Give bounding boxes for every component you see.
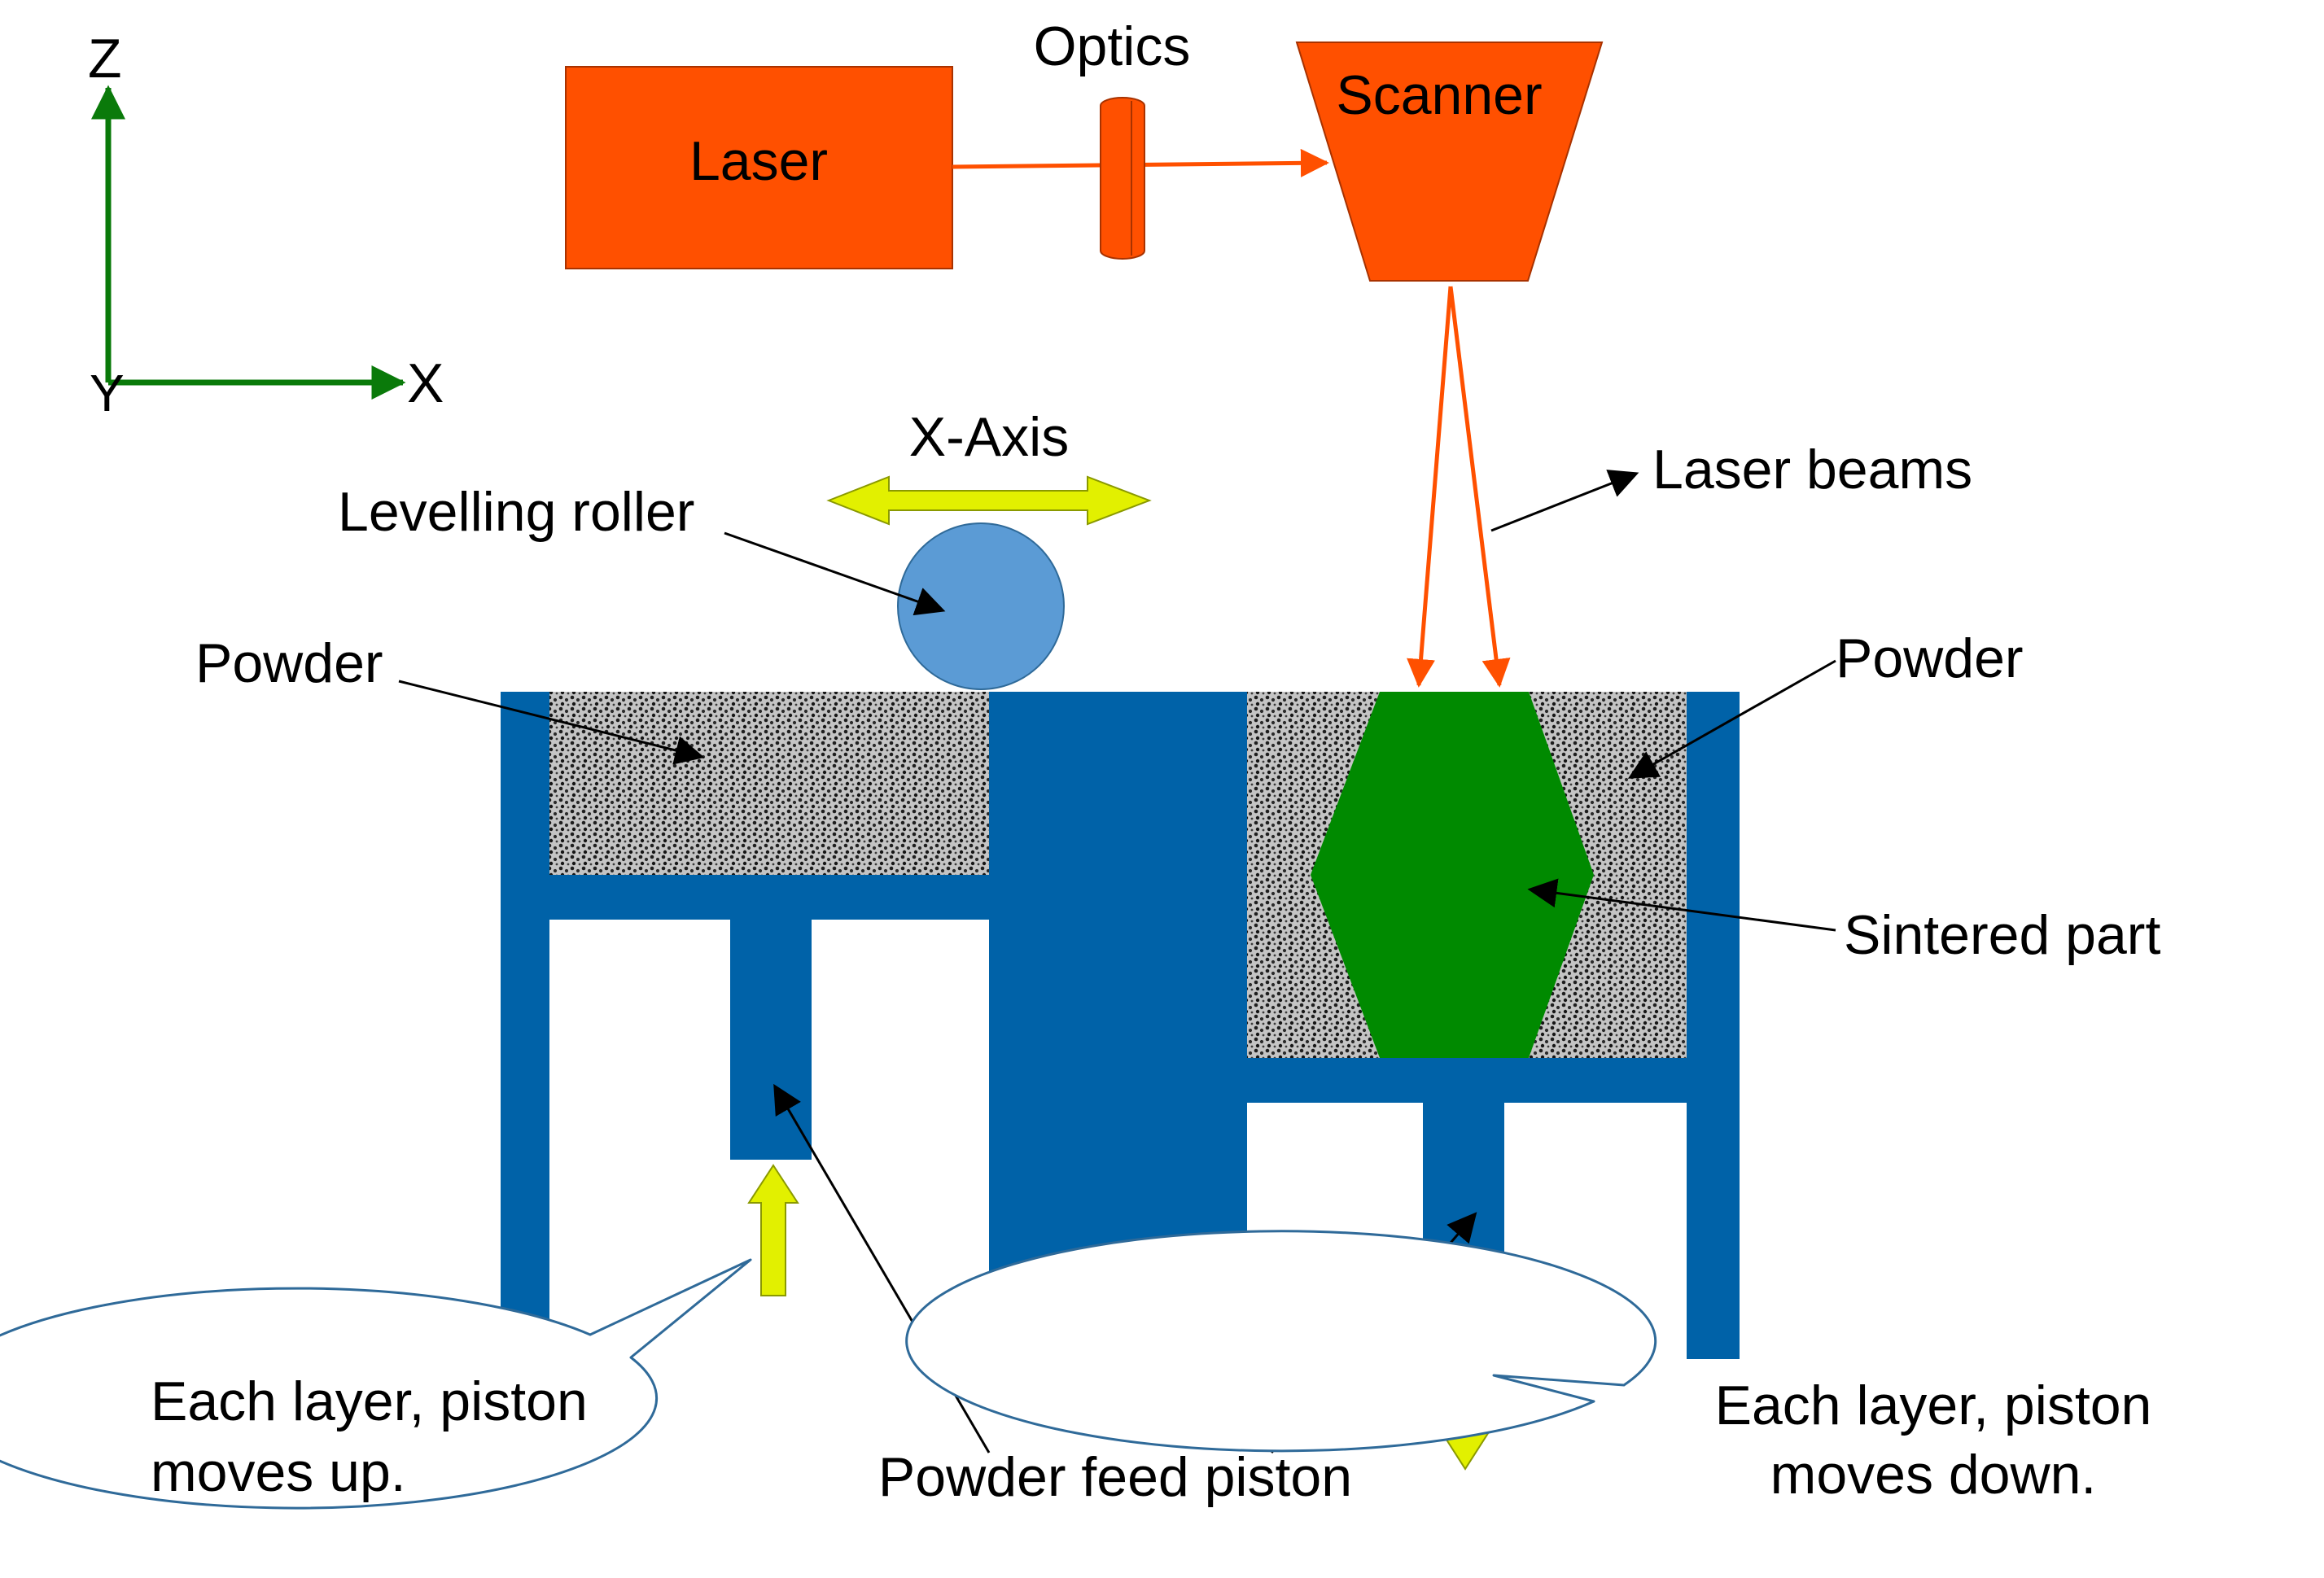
callout-left-bubble	[0, 1258, 752, 1510]
callout-left-line1: Each layer, piston	[151, 1370, 588, 1432]
axes-icon	[91, 85, 406, 400]
right-outer-wall	[1687, 692, 1740, 1359]
laser-beam-right	[1448, 286, 1511, 688]
laser-beams-label: Laser beams	[1652, 439, 1972, 501]
sintered-part-label: Sintered part	[1844, 904, 2160, 966]
lens-icon	[1100, 97, 1145, 260]
callout-left-line2: moves up.	[151, 1441, 406, 1503]
x-axis-motion-label: X-Axis	[909, 406, 1069, 468]
powder-right-leader	[1627, 659, 1836, 779]
axis-z-label: Z	[88, 28, 122, 90]
powder-left-label: Powder	[195, 632, 383, 694]
levelling-roller-leader	[724, 531, 946, 616]
scanner-label: Scanner	[1336, 64, 1542, 126]
laser-beam-left	[1407, 286, 1453, 688]
sintered-part-shape	[1311, 692, 1594, 1058]
powder-feed-piston-label: Powder feed piston	[878, 1446, 1352, 1508]
callout-right-line2: moves down.	[1770, 1444, 2097, 1506]
roller-circle	[897, 522, 1065, 690]
left-piston-rod	[730, 920, 812, 1160]
optics-label: Optics	[1034, 15, 1191, 77]
arrow-up-icon	[747, 1164, 799, 1296]
callout-right-bubble	[905, 1230, 1657, 1453]
axis-y-label: Y	[90, 364, 125, 422]
powder-right-label: Powder	[1836, 627, 2024, 689]
scanner-trapezoid	[1295, 42, 1604, 282]
axis-x-label: X	[407, 352, 444, 414]
laser-box	[565, 66, 953, 269]
left-outer-wall	[501, 692, 549, 1335]
double-arrow-icon	[826, 475, 1152, 526]
callout-right-line1: Each layer, piston	[1715, 1375, 2152, 1436]
laser-label: Laser	[689, 130, 828, 192]
powder-left-leader	[398, 680, 705, 765]
powder-feed-leader-left	[773, 1083, 991, 1453]
powder-bed-left	[549, 692, 989, 875]
levelling-roller-label: Levelling roller	[338, 481, 694, 543]
left-platform	[549, 875, 989, 920]
sintered-part-leader	[1527, 878, 1836, 932]
right-platform	[1247, 1058, 1687, 1103]
laser-beams-leader	[1490, 470, 1639, 532]
